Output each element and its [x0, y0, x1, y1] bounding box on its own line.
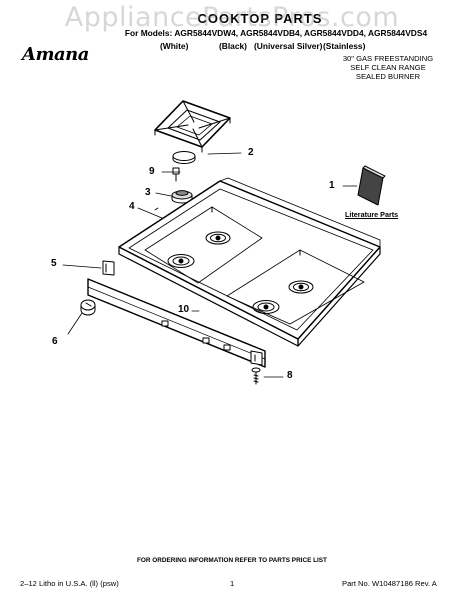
description-line-1: 30" GAS FREESTANDING: [342, 54, 434, 63]
callout-4: 4: [129, 201, 135, 212]
models-line: For Models: AGR5844VDW4, AGR5844VDB4, AG…: [124, 28, 428, 38]
burner-right-rear: [288, 280, 314, 294]
description-line-3: SEALED BURNER: [355, 72, 421, 81]
ordering-note: FOR ORDERING INFORMATION REFER TO PARTS …: [137, 557, 327, 564]
cooktop-panel: [118, 177, 381, 347]
range-description: 30" GAS FREESTANDING SELF CLEAN RANGE SE…: [318, 54, 458, 81]
footer-page-number: 1: [230, 579, 235, 588]
page-title: COOKTOP PARTS: [197, 11, 323, 26]
variant-black: (Black): [219, 41, 247, 51]
control-knob: [80, 299, 96, 316]
callout-5: 5: [51, 258, 57, 269]
orifice-spud: [172, 167, 180, 182]
callout-8: 8: [287, 370, 293, 381]
footer-part-number: Part No. W10487186 Rev. A: [342, 579, 437, 588]
manifold-panel: [87, 278, 266, 368]
mounting-screw: [251, 367, 261, 385]
callout-9: 9: [149, 166, 155, 177]
bracket-left: [102, 260, 115, 276]
callout-10: 10: [178, 304, 190, 315]
callout-2: 2: [248, 147, 254, 158]
burner-grate: [154, 100, 231, 153]
literature-parts-label: Literature Parts: [345, 210, 399, 219]
burner-right-front: [252, 300, 280, 314]
leader-lines: [62, 152, 358, 378]
burner-left-front: [167, 254, 195, 268]
variant-stainless: (Stainless): [323, 41, 366, 51]
burner-left-rear: [205, 231, 231, 245]
callout-6: 6: [52, 336, 58, 347]
variant-white: (White): [160, 41, 189, 51]
callout-3: 3: [145, 187, 151, 198]
burner-cap: [172, 151, 196, 164]
bracket-right: [250, 350, 263, 366]
callout-1: 1: [329, 180, 335, 191]
variant-universal-silver: (Universal Silver): [254, 41, 323, 51]
brand-logo: Amana: [22, 44, 89, 65]
description-line-2: SELF CLEAN RANGE: [350, 63, 426, 72]
footer-litho: 2–12 Litho in U.S.A. (ll) (psw): [20, 579, 119, 588]
watermark: AppliancePartsPros.com: [64, 2, 400, 33]
literature-booklet: [357, 165, 386, 206]
